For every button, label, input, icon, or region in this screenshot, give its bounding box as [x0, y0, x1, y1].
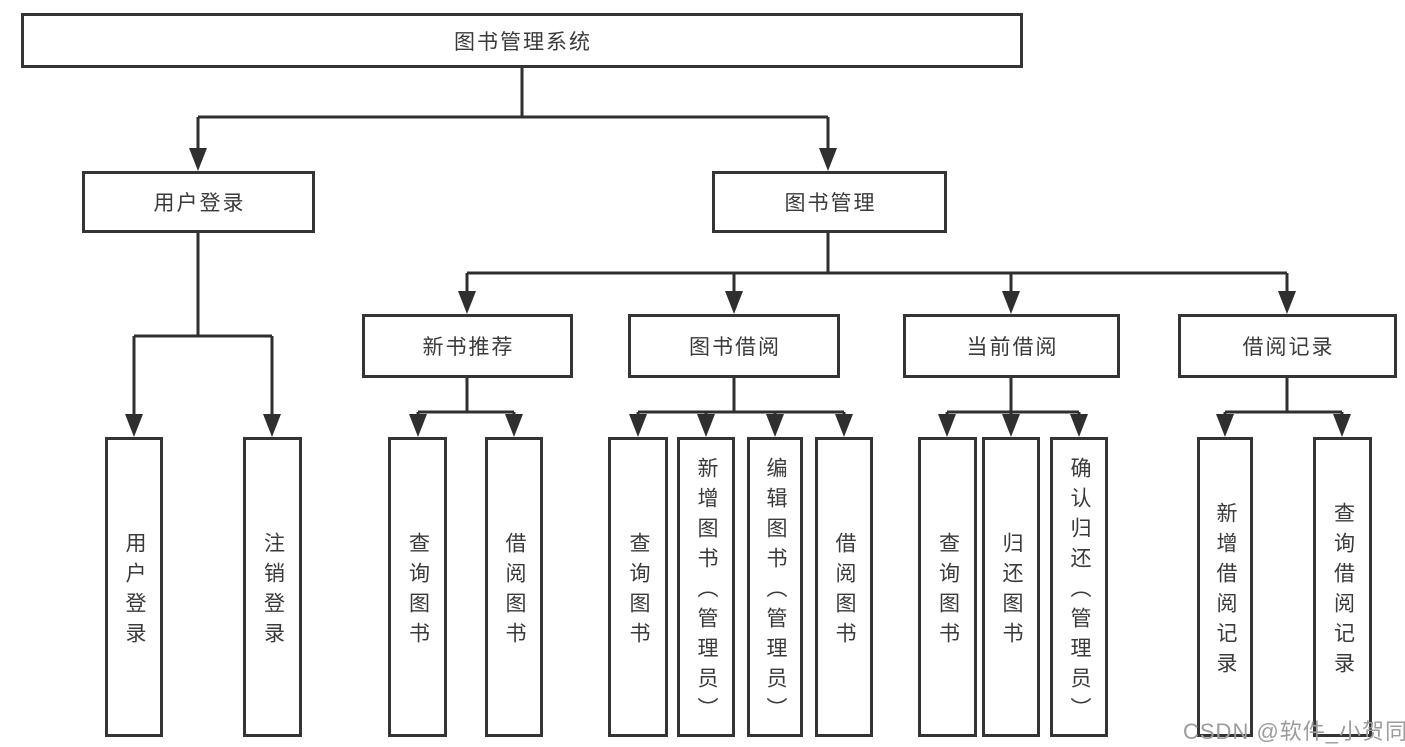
leaf-confirm-return-admin-label: 确认归还（管理员） — [1068, 456, 1091, 727]
leaf-query-borrow-record-label: 查询借阅记录 — [1331, 501, 1355, 682]
leaf-user-login-label: 用户登录 — [123, 531, 146, 652]
leaf-return-books: 归还图书 — [982, 437, 1040, 737]
leaf-query-borrow-record: 查询借阅记录 — [1313, 437, 1372, 737]
node-new-book-recommend: 新书推荐 — [362, 314, 573, 378]
csdn-watermark: CSDN @软件_小贺同学 — [1183, 719, 1405, 744]
node-book-management-label: 图书管理 — [784, 192, 877, 215]
leaf-edit-books-admin: 编辑图书（管理员） — [747, 437, 803, 737]
node-user-login: 用户登录 — [82, 171, 315, 233]
leaf-borrow-books-borrowing: 借阅图书 — [815, 437, 873, 737]
node-root-label: 图书管理系统 — [454, 30, 592, 54]
leaf-add-borrow-record-label: 新增借阅记录 — [1214, 501, 1237, 682]
node-book-borrowing-label: 图书借阅 — [689, 336, 781, 359]
node-borrowing-records-label: 借阅记录 — [1242, 336, 1335, 359]
leaf-logout: 注销登录 — [243, 437, 302, 737]
leaf-confirm-return-admin: 确认归还（管理员） — [1050, 437, 1108, 737]
leaf-add-books-admin: 新增图书（管理员） — [677, 437, 735, 737]
node-root-system: 图书管理系统 — [21, 13, 1023, 68]
leaf-edit-books-admin-label: 编辑图书（管理员） — [764, 456, 787, 727]
node-borrowing-records: 借阅记录 — [1178, 314, 1397, 378]
node-new-book-recommend-label: 新书推荐 — [422, 336, 515, 359]
node-user-login-label: 用户登录 — [153, 192, 246, 215]
leaf-return-books-label: 归还图书 — [1000, 531, 1023, 652]
leaf-query-books-recommend-label: 查询图书 — [406, 531, 430, 652]
leaf-borrow-books-recommend-label: 借阅图书 — [503, 531, 526, 652]
node-current-borrowing-label: 当前借阅 — [966, 336, 1059, 359]
leaf-user-login: 用户登录 — [105, 437, 163, 737]
leaf-borrow-books-recommend: 借阅图书 — [485, 437, 543, 737]
leaf-query-books-current-label: 查询图书 — [936, 531, 960, 652]
node-current-borrowing: 当前借阅 — [903, 314, 1120, 378]
leaf-add-borrow-record: 新增借阅记录 — [1197, 437, 1253, 737]
node-book-management: 图书管理 — [712, 171, 947, 233]
leaf-query-books-recommend: 查询图书 — [388, 437, 447, 737]
leaf-logout-label: 注销登录 — [261, 531, 285, 652]
leaf-borrow-books-borrowing-label: 借阅图书 — [833, 531, 856, 652]
leaf-query-books-borrowing: 查询图书 — [608, 437, 668, 737]
leaf-query-books-borrowing-label: 查询图书 — [627, 531, 650, 652]
leaf-query-books-current: 查询图书 — [918, 437, 977, 737]
node-book-borrowing: 图书借阅 — [628, 314, 840, 378]
leaf-add-books-admin-label: 新增图书（管理员） — [695, 456, 718, 727]
